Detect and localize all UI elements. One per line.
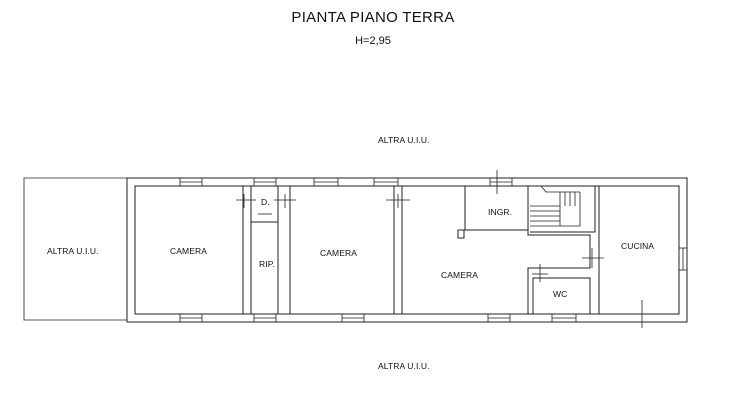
ingresso-outline [464,186,528,231]
room-label-camera-1: CAMERA [170,246,207,256]
stairs-outline [528,185,596,233]
neighbour-label-left: ALTRA U.I.U. [47,246,99,256]
window-right [678,247,688,271]
windows-bottom [179,313,577,323]
stairs-steps [530,185,581,227]
neighbour-label-top: ALTRA U.I.U. [378,135,430,145]
room-label-camera-3: CAMERA [441,270,478,280]
neighbour-label-bottom: ALTRA U.I.U. [378,361,430,371]
room-label-d: D. [261,197,270,207]
room-label-rip: RIP. [259,259,275,269]
door-marks [236,194,654,328]
plan-title: PIANTA PIANO TERRA [291,9,455,26]
camera-3-outline [401,186,591,315]
windows-top [179,177,513,187]
room-label-ingr: INGR. [488,207,513,217]
left-neighbour-outline [23,177,127,321]
outer-wall-inner [134,185,680,315]
room-label-wc: WC [553,289,568,299]
ingresso-pillar [457,229,465,239]
ceiling-height: H=2,95 [355,35,391,47]
room-label-cucina: CUCINA [621,241,655,251]
room-label-camera-2: CAMERA [320,248,357,258]
